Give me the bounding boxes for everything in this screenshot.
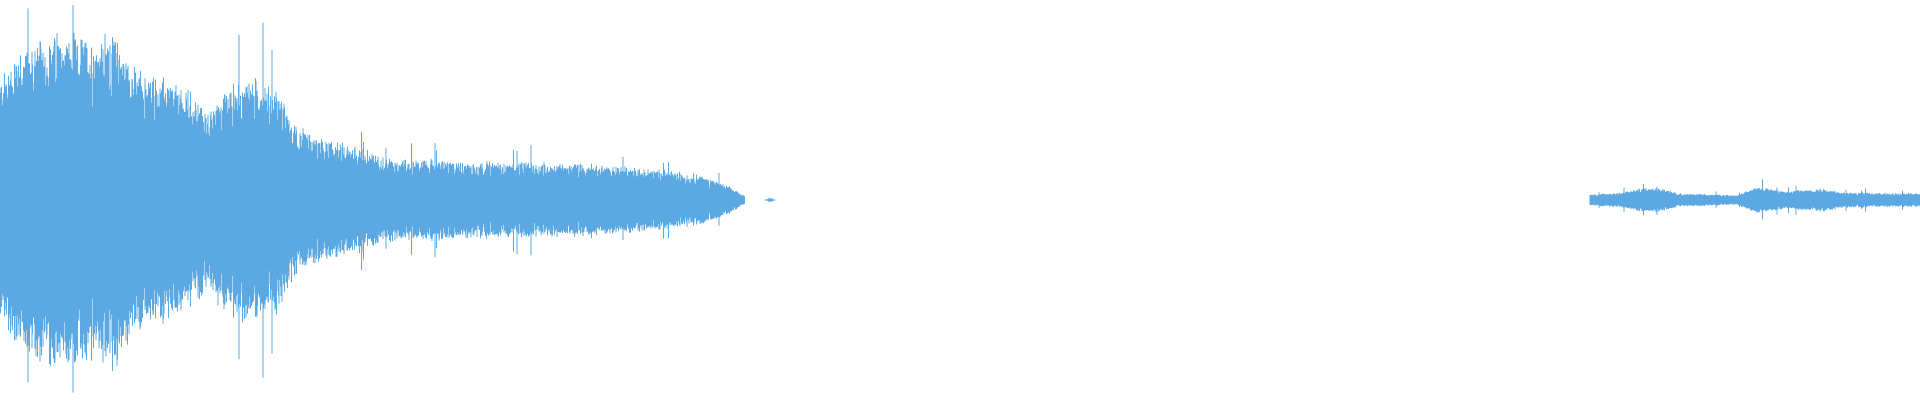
waveform-trace xyxy=(1589,179,1920,220)
waveform-trace xyxy=(0,5,745,393)
waveform-trace xyxy=(764,198,776,202)
waveform-segment-small-blip xyxy=(764,198,776,202)
waveform-segment-primary-burst xyxy=(0,5,745,393)
waveform-segment-secondary-noise xyxy=(1589,179,1920,220)
waveform-bars xyxy=(0,5,1920,393)
